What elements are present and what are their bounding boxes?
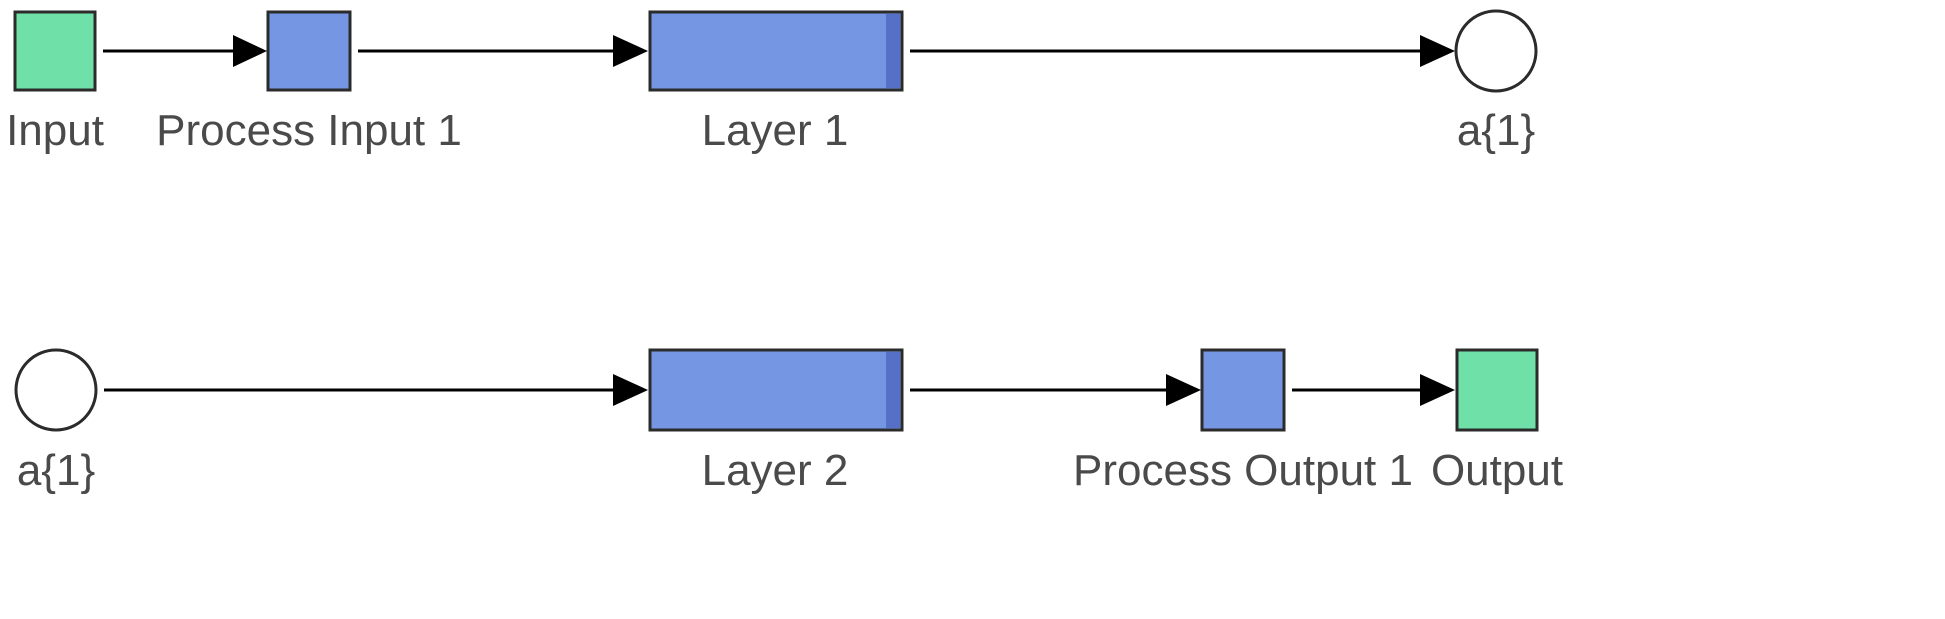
layer1-label: Layer 1: [702, 106, 849, 155]
port-a1-in[interactable]: [14, 348, 98, 432]
output-label: Output: [1431, 446, 1563, 495]
arrowhead-layer1: [613, 35, 648, 67]
port-a1-out-label: a{1}: [1457, 106, 1535, 155]
port-a1-out[interactable]: [1454, 9, 1538, 93]
layer2-block[interactable]: [648, 348, 904, 432]
process-output-label: Process Output 1: [1073, 446, 1413, 495]
arrowhead-output: [1420, 374, 1455, 406]
input-label: Input: [6, 106, 104, 155]
layer2-label: Layer 2: [702, 446, 849, 495]
layer2-block-shade: [886, 352, 900, 428]
process-input-block[interactable]: [266, 10, 352, 92]
input-block[interactable]: [13, 10, 97, 92]
arrowhead-layer2: [613, 374, 648, 406]
output-block[interactable]: [1455, 348, 1539, 432]
arrowhead-port-a1: [1420, 35, 1455, 67]
arrowhead-process-input: [233, 35, 267, 67]
port-a1-in-label: a{1}: [17, 446, 95, 495]
process-input-label: Process Input 1: [156, 106, 462, 155]
layer1-block[interactable]: [648, 10, 904, 92]
layer1-block-shade: [886, 14, 900, 88]
arrowhead-process-output: [1166, 374, 1201, 406]
process-output-block[interactable]: [1200, 348, 1286, 432]
